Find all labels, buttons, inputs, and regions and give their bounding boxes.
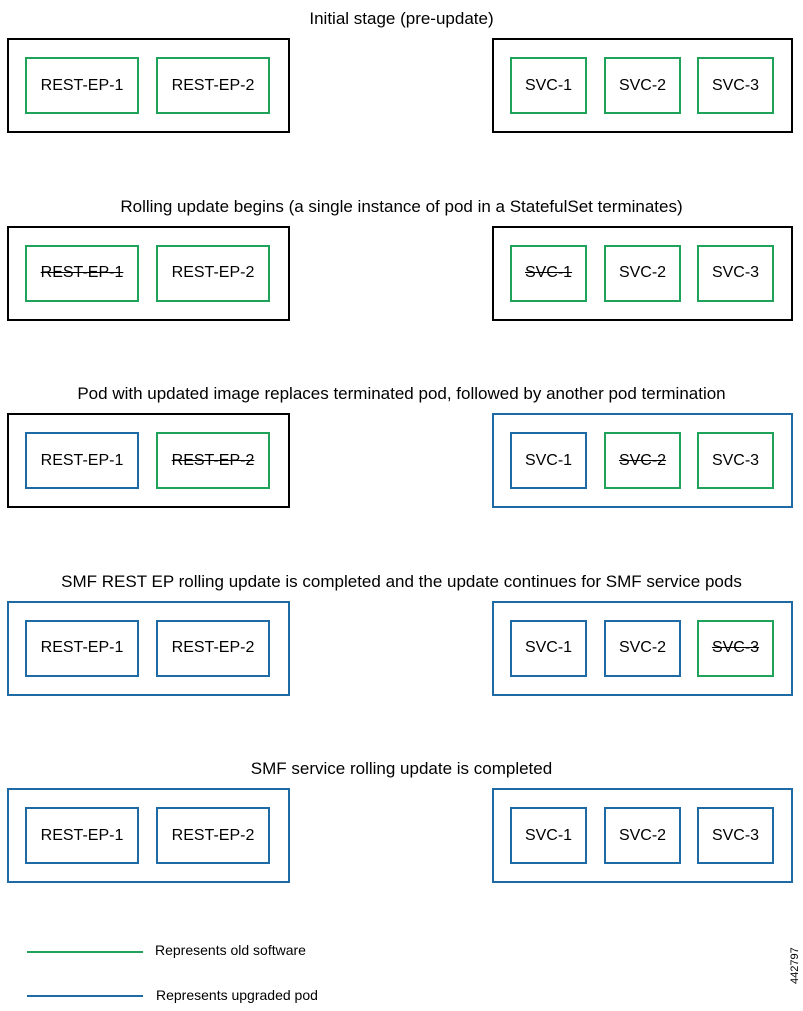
pod-label: REST-EP-2 — [171, 826, 255, 844]
pod-label: SVC-3 — [711, 451, 760, 469]
svc-group — [492, 38, 793, 133]
svc-pod: SVC-3 — [697, 244, 774, 302]
rest-ep-group — [7, 413, 290, 508]
pod-label: SVC-3 — [711, 826, 760, 844]
stage-title: Initial stage (pre-update) — [309, 9, 494, 28]
pod-label: SVC-1 — [524, 451, 573, 469]
svc-pod: SVC-2 — [604, 57, 681, 114]
svc-pod: SVC-2 — [604, 619, 681, 677]
stage-title: SMF REST EP rolling update is completed … — [61, 571, 742, 591]
rest-pod: REST-EP-1 — [25, 432, 139, 489]
legend-old-label: Represents old software — [155, 942, 306, 958]
pod-label: REST-EP-2 — [171, 451, 255, 469]
svc-group — [492, 600, 793, 696]
svc-pod: SVC-1 — [510, 57, 587, 114]
pod-label: SVC-1 — [524, 826, 573, 844]
stage-title: SMF service rolling update is completed — [250, 759, 553, 778]
rest-pod: REST-EP-1 — [25, 57, 139, 114]
svc-group — [492, 788, 793, 883]
rest-pod: REST-EP-2 — [156, 244, 270, 302]
rest-pod: REST-EP-2 — [156, 807, 270, 864]
pod-label: SVC-3 — [711, 76, 760, 94]
rest-pod: REST-EP-2 — [156, 57, 270, 114]
pod-label: SVC-3 — [711, 264, 760, 281]
rest-ep-group — [7, 600, 290, 696]
pod-label: REST-EP-2 — [171, 76, 255, 94]
svc-group — [492, 413, 793, 508]
svc-pod: SVC-1 — [510, 432, 587, 489]
rest-pod: REST-EP-2 — [156, 619, 270, 677]
svc-pod: SVC-3 — [697, 57, 774, 114]
svc-pod: SVC-1 — [510, 619, 587, 677]
rest-ep-group — [7, 788, 290, 883]
pod-label: SVC-1 — [524, 76, 573, 94]
figure-id: 442797 — [789, 947, 801, 984]
pod-label: SVC-2 — [618, 451, 667, 469]
rest-pod: REST-EP-1 — [25, 807, 139, 864]
svc-group — [492, 225, 793, 321]
svc-pod: SVC-3 — [697, 432, 774, 489]
pod-label: SVC-1 — [524, 264, 573, 281]
pod-label: REST-EP-1 — [40, 264, 124, 281]
pod-label: REST-EP-2 — [171, 639, 255, 656]
rest-ep-group — [7, 38, 290, 133]
svc-pod: SVC-3 — [697, 807, 774, 864]
legend-upgraded-label: Represents upgraded pod — [156, 987, 318, 1003]
pod-label: SVC-2 — [618, 76, 667, 94]
pod-label: SVC-3 — [711, 639, 760, 656]
rest-pod: REST-EP-1 — [25, 244, 139, 302]
svc-pod: SVC-3 — [697, 619, 774, 677]
legend-old-line — [27, 951, 143, 953]
pod-label: SVC-2 — [618, 826, 667, 844]
pod-label: REST-EP-1 — [40, 451, 124, 469]
svc-pod: SVC-2 — [604, 807, 681, 864]
svc-pod: SVC-2 — [604, 432, 681, 489]
stage-title: Rolling update begins (a single instance… — [120, 196, 683, 216]
legend-upgraded-line — [27, 995, 143, 997]
rest-ep-group — [7, 225, 290, 321]
pod-label: REST-EP-1 — [40, 639, 124, 656]
svc-pod: SVC-2 — [604, 244, 681, 302]
pod-label: REST-EP-2 — [171, 264, 255, 281]
pod-label: SVC-2 — [618, 264, 667, 281]
pod-label: REST-EP-1 — [40, 826, 124, 844]
svc-pod: SVC-1 — [510, 244, 587, 302]
rest-pod: REST-EP-2 — [156, 432, 270, 489]
pod-label: SVC-2 — [618, 639, 667, 656]
stage-title: Pod with updated image replaces terminat… — [77, 384, 726, 403]
svc-pod: SVC-1 — [510, 807, 587, 864]
pod-label: REST-EP-1 — [40, 76, 124, 94]
rest-pod: REST-EP-1 — [25, 619, 139, 677]
pod-label: SVC-1 — [524, 639, 573, 656]
